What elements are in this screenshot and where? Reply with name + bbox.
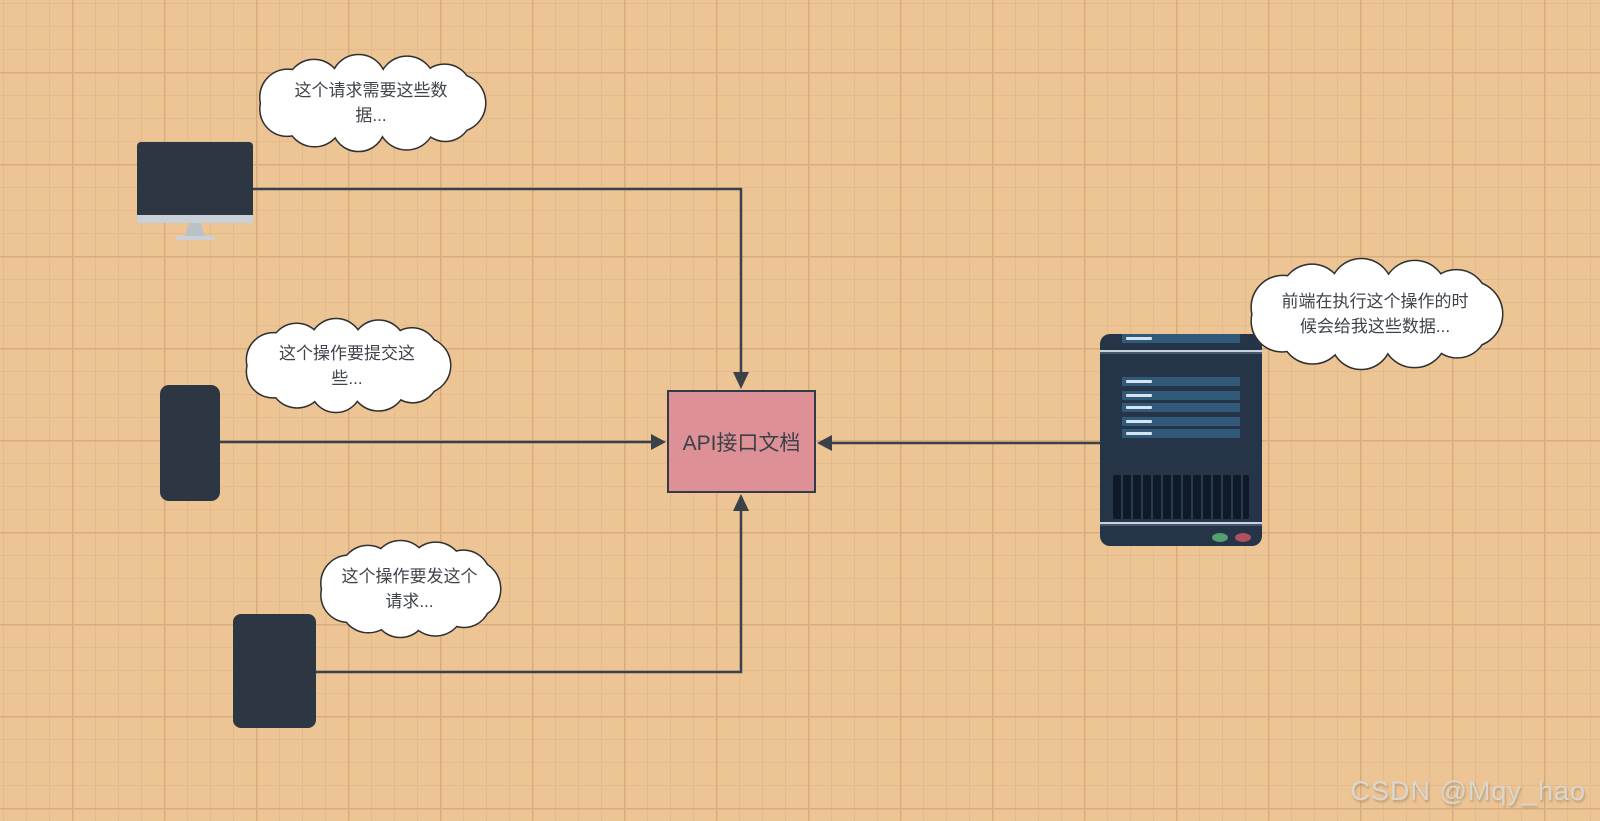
cloud-shape-icon — [245, 317, 452, 414]
callout-line: 据... — [355, 106, 387, 125]
server-drive-bar — [1122, 391, 1240, 400]
server-led-red — [1235, 533, 1251, 542]
connector-monitor-to-api — [253, 187, 743, 374]
monitor-chin — [137, 215, 253, 223]
callout-cloud-phone: 这个操作要提交这 些... — [242, 317, 452, 414]
watermark: CSDN @Mqy_hao — [1350, 776, 1586, 806]
arrowhead-left-icon — [817, 435, 832, 451]
server-drive-bar — [1122, 403, 1240, 412]
server-drive-bar — [1122, 429, 1240, 438]
arrowhead-up-icon — [733, 494, 749, 511]
monitor-frame — [137, 142, 253, 215]
tablet-body — [233, 614, 316, 728]
callout-cloud-tablet: 这个操作要发这个 请求... — [317, 539, 502, 639]
server-drive-bar — [1122, 334, 1240, 343]
phone-body — [160, 385, 220, 501]
callout-cloud-monitor: 这个请求需要这些数 据... — [255, 53, 487, 153]
api-doc-node: API接口文档 — [667, 390, 816, 493]
server-icon — [1100, 334, 1262, 546]
monitor-stand — [185, 223, 205, 236]
server-drive-bar — [1122, 417, 1240, 426]
server-drive-bar — [1122, 377, 1240, 386]
cloud-shape-icon — [1250, 257, 1504, 371]
server-trim-line — [1100, 522, 1262, 524]
server-led-green — [1212, 533, 1228, 542]
api-doc-label: API接口文档 — [682, 431, 801, 455]
connector-tablet-to-api — [316, 509, 743, 674]
monitor-base — [176, 236, 215, 240]
callout-cloud-server: 前端在执行这个操作的时 候会给我这些数据... — [1246, 257, 1504, 371]
callout-text: 前端在执行这个操作的时 候会给我这些数据... — [1246, 257, 1504, 371]
arrowhead-down-icon — [733, 372, 749, 389]
callout-line: 前端在执行这个操作的时 — [1281, 292, 1469, 311]
callout-text: 这个操作要提交这 些... — [242, 317, 452, 414]
server-trim-line — [1100, 350, 1262, 352]
cloud-shape-icon — [320, 539, 502, 639]
callout-line: 这个请求需要这些数 — [294, 81, 448, 100]
callout-line: 请求... — [385, 592, 434, 611]
callout-text: 这个请求需要这些数 据... — [255, 53, 487, 153]
callout-line: 这个操作要提交这 — [279, 343, 415, 363]
callout-line: 些... — [331, 368, 363, 388]
callout-line: 这个操作要发这个 — [341, 567, 478, 586]
callout-line: 候会给我这些数据... — [1299, 317, 1451, 336]
arrowhead-right-icon — [651, 434, 666, 450]
cloud-shape-icon — [259, 53, 487, 153]
callout-text: 这个操作要发这个 请求... — [317, 539, 502, 639]
server-vent-grille — [1113, 475, 1249, 519]
